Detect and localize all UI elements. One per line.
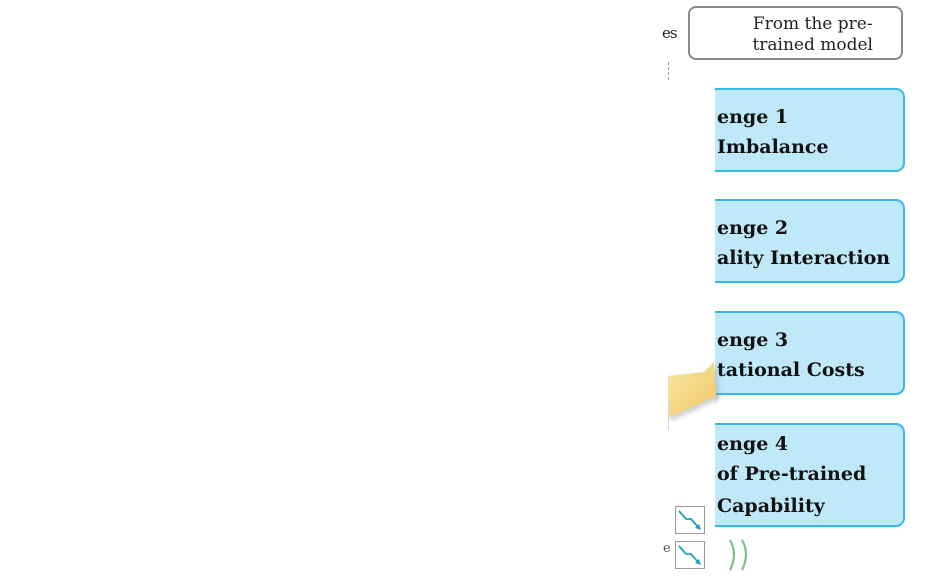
challenge-1-subtitle: Imbalance xyxy=(717,136,829,158)
parenthesis-icon xyxy=(729,539,748,571)
challenge-3-title: enge 3 xyxy=(717,329,789,351)
fragment-es: es xyxy=(662,24,678,42)
challenge-1-title: enge 1 xyxy=(717,106,789,128)
trend-down-icon-2 xyxy=(675,541,705,569)
challenge-4-title: enge 4 xyxy=(717,433,789,455)
challenge-4-subtitle: of Pre-trained xyxy=(717,463,867,485)
challenge-2-subtitle: ality Interaction xyxy=(717,247,891,269)
arrow-overlay-icon xyxy=(668,362,716,418)
fragment-e: e xyxy=(663,541,671,556)
pretrained-model-box: From the pre- trained model xyxy=(688,6,903,60)
pretrained-model-label: From the pre- trained model xyxy=(752,14,873,56)
edge-line xyxy=(668,400,669,430)
left-crop-mask xyxy=(560,80,715,540)
pretrained-line2: trained model xyxy=(752,35,873,55)
challenge-2-title: enge 2 xyxy=(717,217,789,239)
trend-down-icon xyxy=(675,506,705,534)
pretrained-line1: From the pre- xyxy=(752,14,873,34)
challenge-3-subtitle: tational Costs xyxy=(717,359,865,381)
challenge-4-subtitle-2: Capability xyxy=(717,495,825,517)
